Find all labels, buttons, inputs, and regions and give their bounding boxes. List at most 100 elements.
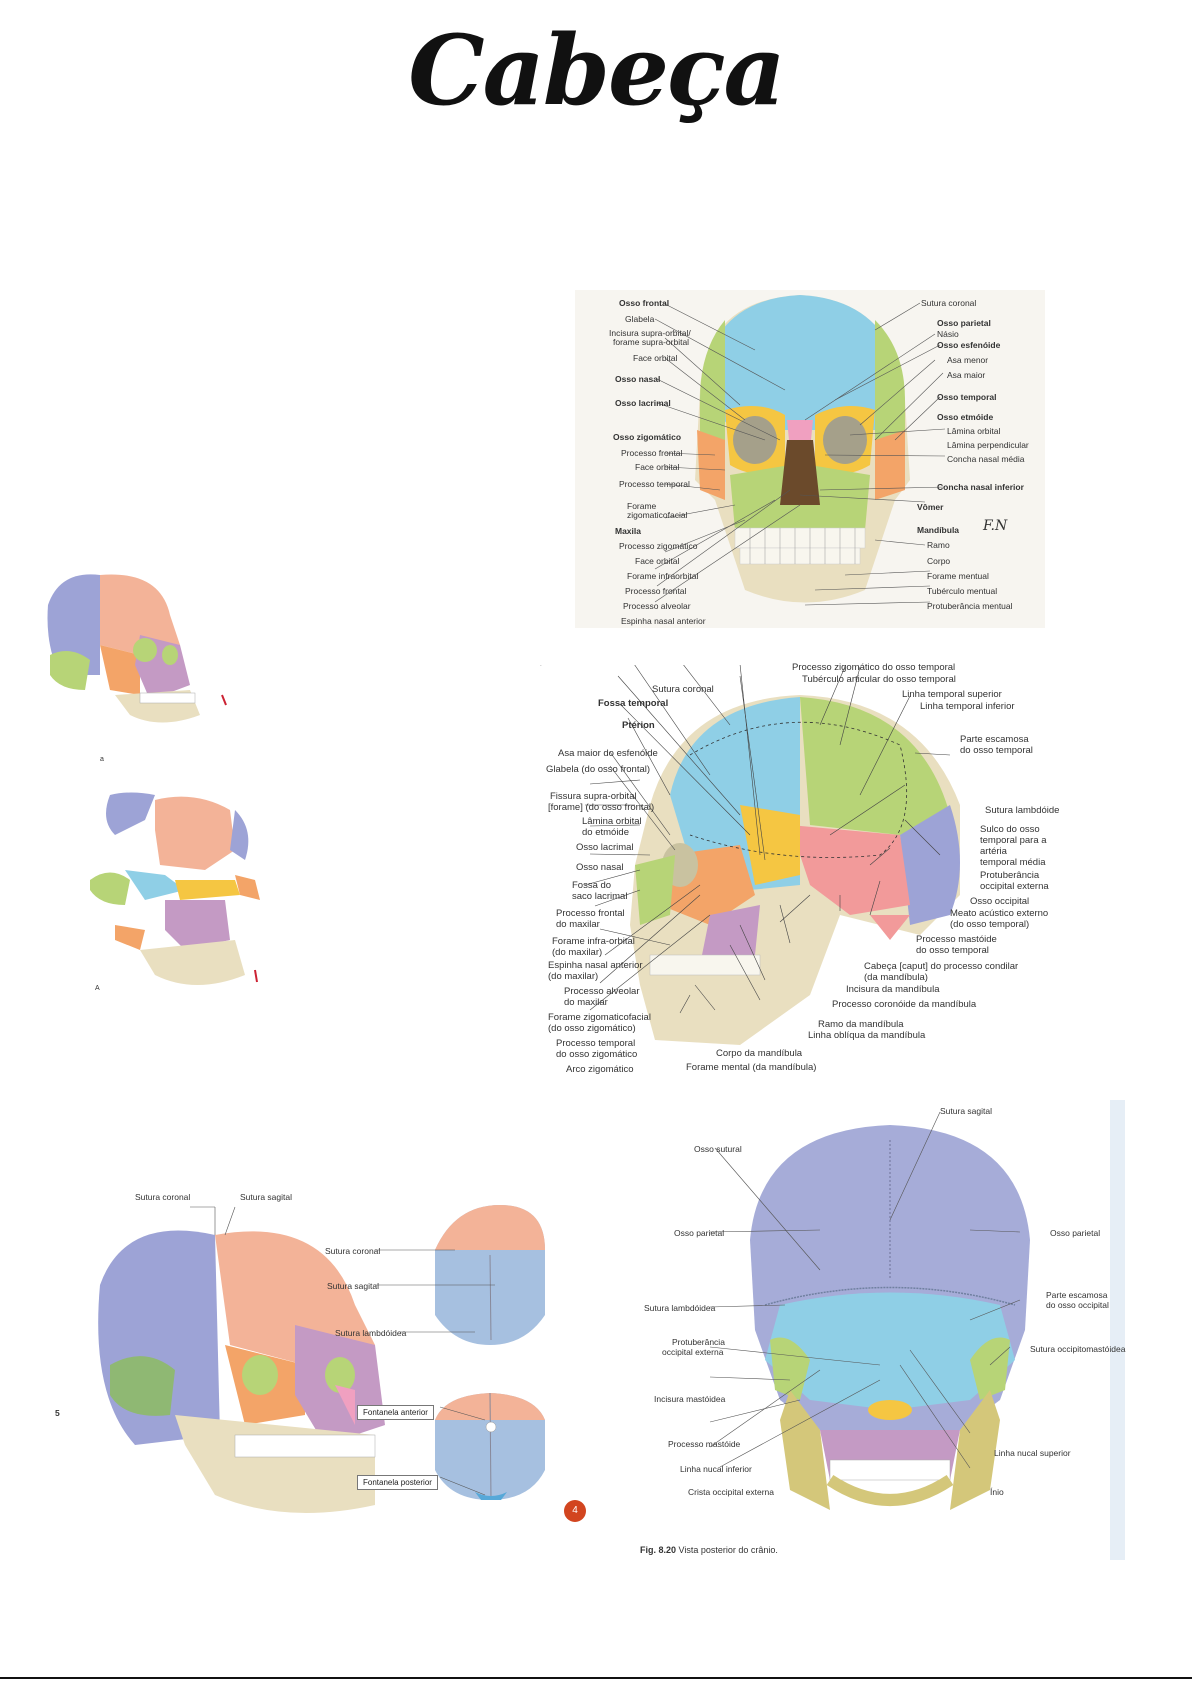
- label: (do maxilar): [552, 948, 602, 958]
- caption-text: Vista posterior do crânio.: [679, 1545, 778, 1555]
- label: Sutura coronal: [921, 298, 976, 308]
- label: Face orbital: [635, 556, 679, 566]
- label: Processo mastóide: [916, 935, 997, 945]
- skull-exploded-figure: A: [85, 790, 285, 995]
- label: Osso frontal: [619, 298, 669, 308]
- label: Fissura supra-orbital: [550, 792, 637, 802]
- label: Forame mental (da mandíbula): [686, 1063, 816, 1073]
- label: Incisura da mandíbula: [846, 985, 939, 995]
- caption-number: Fig. 8.20: [640, 1545, 676, 1555]
- label: Espinha nasal anterior: [548, 961, 643, 971]
- label: (do osso temporal): [950, 920, 1029, 930]
- label: Protuberância: [672, 1337, 725, 1347]
- label: Crista occipital externa: [688, 1487, 774, 1497]
- label: Osso occipital: [970, 897, 1029, 907]
- label: Protuberância mentual: [927, 601, 1013, 611]
- label: Fossa do: [572, 881, 611, 891]
- label: Sutura sagital: [940, 1106, 992, 1116]
- label: Processo coronóide da mandíbula: [832, 1000, 976, 1010]
- label: Sutura occipitomastóidea: [1030, 1344, 1125, 1354]
- label: Processo zigomático: [619, 541, 697, 551]
- label: Osso nasal: [615, 374, 660, 384]
- label: Protuberância: [980, 871, 1039, 881]
- label: Processo temporal: [619, 479, 690, 489]
- label: Maxila: [615, 526, 641, 536]
- svg-text:F.N: F.N: [982, 518, 1008, 534]
- label: Concha nasal média: [947, 454, 1025, 464]
- label: Sutura coronal: [135, 1192, 190, 1202]
- label: (da mandíbula): [864, 973, 928, 983]
- label: Linha nucal inferior: [680, 1464, 752, 1474]
- side-mark: 5: [55, 1408, 60, 1418]
- label: Sutura coronal: [325, 1246, 380, 1256]
- label: Espinha nasal anterior: [621, 616, 706, 626]
- small-mark: A: [95, 985, 100, 992]
- label: Linha temporal superior: [902, 690, 1002, 700]
- label: Linha temporal inferior: [920, 702, 1015, 712]
- label: Osso lacrimal: [615, 398, 671, 408]
- label: Ptérion: [622, 721, 655, 731]
- label: Osso parietal: [674, 1228, 724, 1238]
- label: Corpo da mandíbula: [716, 1049, 802, 1059]
- label: Corpo: [927, 556, 950, 566]
- label: Parte escamosa: [1046, 1290, 1107, 1300]
- label: Concha nasal inferior: [937, 482, 1024, 492]
- label: Parte escamosa: [960, 735, 1029, 745]
- label: Osso parietal: [937, 318, 991, 328]
- skull-posterior-figure: Sutura sagital Osso sutural Osso parieta…: [640, 1100, 1125, 1565]
- label: Lâmina perpendicular: [947, 440, 1029, 450]
- label: forame supra-orbital: [613, 337, 689, 347]
- label: Osso etmóide: [937, 412, 993, 422]
- label: Forame infra-orbital: [552, 937, 635, 947]
- label: Osso temporal: [937, 392, 997, 402]
- label: Processo alveolar: [564, 987, 640, 997]
- label: do maxilar: [564, 998, 608, 1008]
- bottom-rule: [0, 1677, 1192, 1679]
- label: Linha oblíqua da mandíbula: [808, 1031, 925, 1041]
- label: Osso parietal: [1050, 1228, 1100, 1238]
- label: Násio: [937, 329, 959, 339]
- fontanela-anterior-box: Fontanela anterior: [357, 1405, 434, 1420]
- label: Face orbital: [633, 353, 677, 363]
- skull-small-lateral-drawing: a: [40, 565, 240, 765]
- label: Lâmina orbital: [582, 817, 642, 827]
- label: Osso esfenóide: [937, 340, 1000, 350]
- label: occipital externa: [662, 1347, 723, 1357]
- label: Osso sutural: [694, 1144, 742, 1154]
- label: Lâmina orbital: [947, 426, 1000, 436]
- label: Vômer: [917, 502, 943, 512]
- label: Processo frontal: [556, 909, 625, 919]
- label: Forame infraorbital: [627, 571, 698, 581]
- label: Processo zigomático do osso temporal: [792, 663, 955, 673]
- label: saco lacrimal: [572, 892, 627, 902]
- label: temporal para a: [980, 836, 1047, 846]
- label: Osso lacrimal: [576, 843, 634, 853]
- label: do osso temporal: [916, 946, 989, 956]
- skull-3d-figure: Sutura coronal Sutura sagital Sutura cor…: [55, 1195, 590, 1530]
- label: Forame mentual: [927, 571, 989, 581]
- label: Arco zigomático: [566, 1065, 634, 1075]
- label: occipital externa: [980, 882, 1049, 892]
- label: Sutura coronal: [652, 685, 714, 695]
- skull-3d-drawing: [55, 1195, 590, 1530]
- page-title: Cabeça: [0, 14, 1192, 127]
- label: Forame zigomaticofacial: [548, 1013, 651, 1023]
- label: Tubérculo articular do osso temporal: [802, 675, 956, 685]
- label: Sutura sagital: [240, 1192, 292, 1202]
- label: Cabeça [caput] do processo condilar: [864, 962, 1018, 972]
- label: Tubérculo mentual: [927, 586, 997, 596]
- label: Sutura lambdóidea: [644, 1303, 715, 1313]
- label: [forame] (do osso frontal): [548, 803, 654, 813]
- skull-exploded-drawing: A: [85, 790, 285, 995]
- small-mark: a: [100, 756, 104, 763]
- label: Sutura sagital: [327, 1281, 379, 1291]
- fontanela-posterior-box: Fontanela posterior: [357, 1475, 438, 1490]
- label: Processo mastóide: [668, 1439, 740, 1449]
- label: Sulco do osso: [980, 825, 1040, 835]
- label: do maxilar: [556, 920, 600, 930]
- skull-lateral-figure: Processo zigomático do osso temporal Tub…: [540, 665, 1060, 1075]
- label: Processo temporal: [556, 1039, 635, 1049]
- label: Asa menor: [947, 355, 988, 365]
- label: Ínio: [990, 1487, 1004, 1497]
- skull-small-lateral-figure: a: [40, 565, 240, 765]
